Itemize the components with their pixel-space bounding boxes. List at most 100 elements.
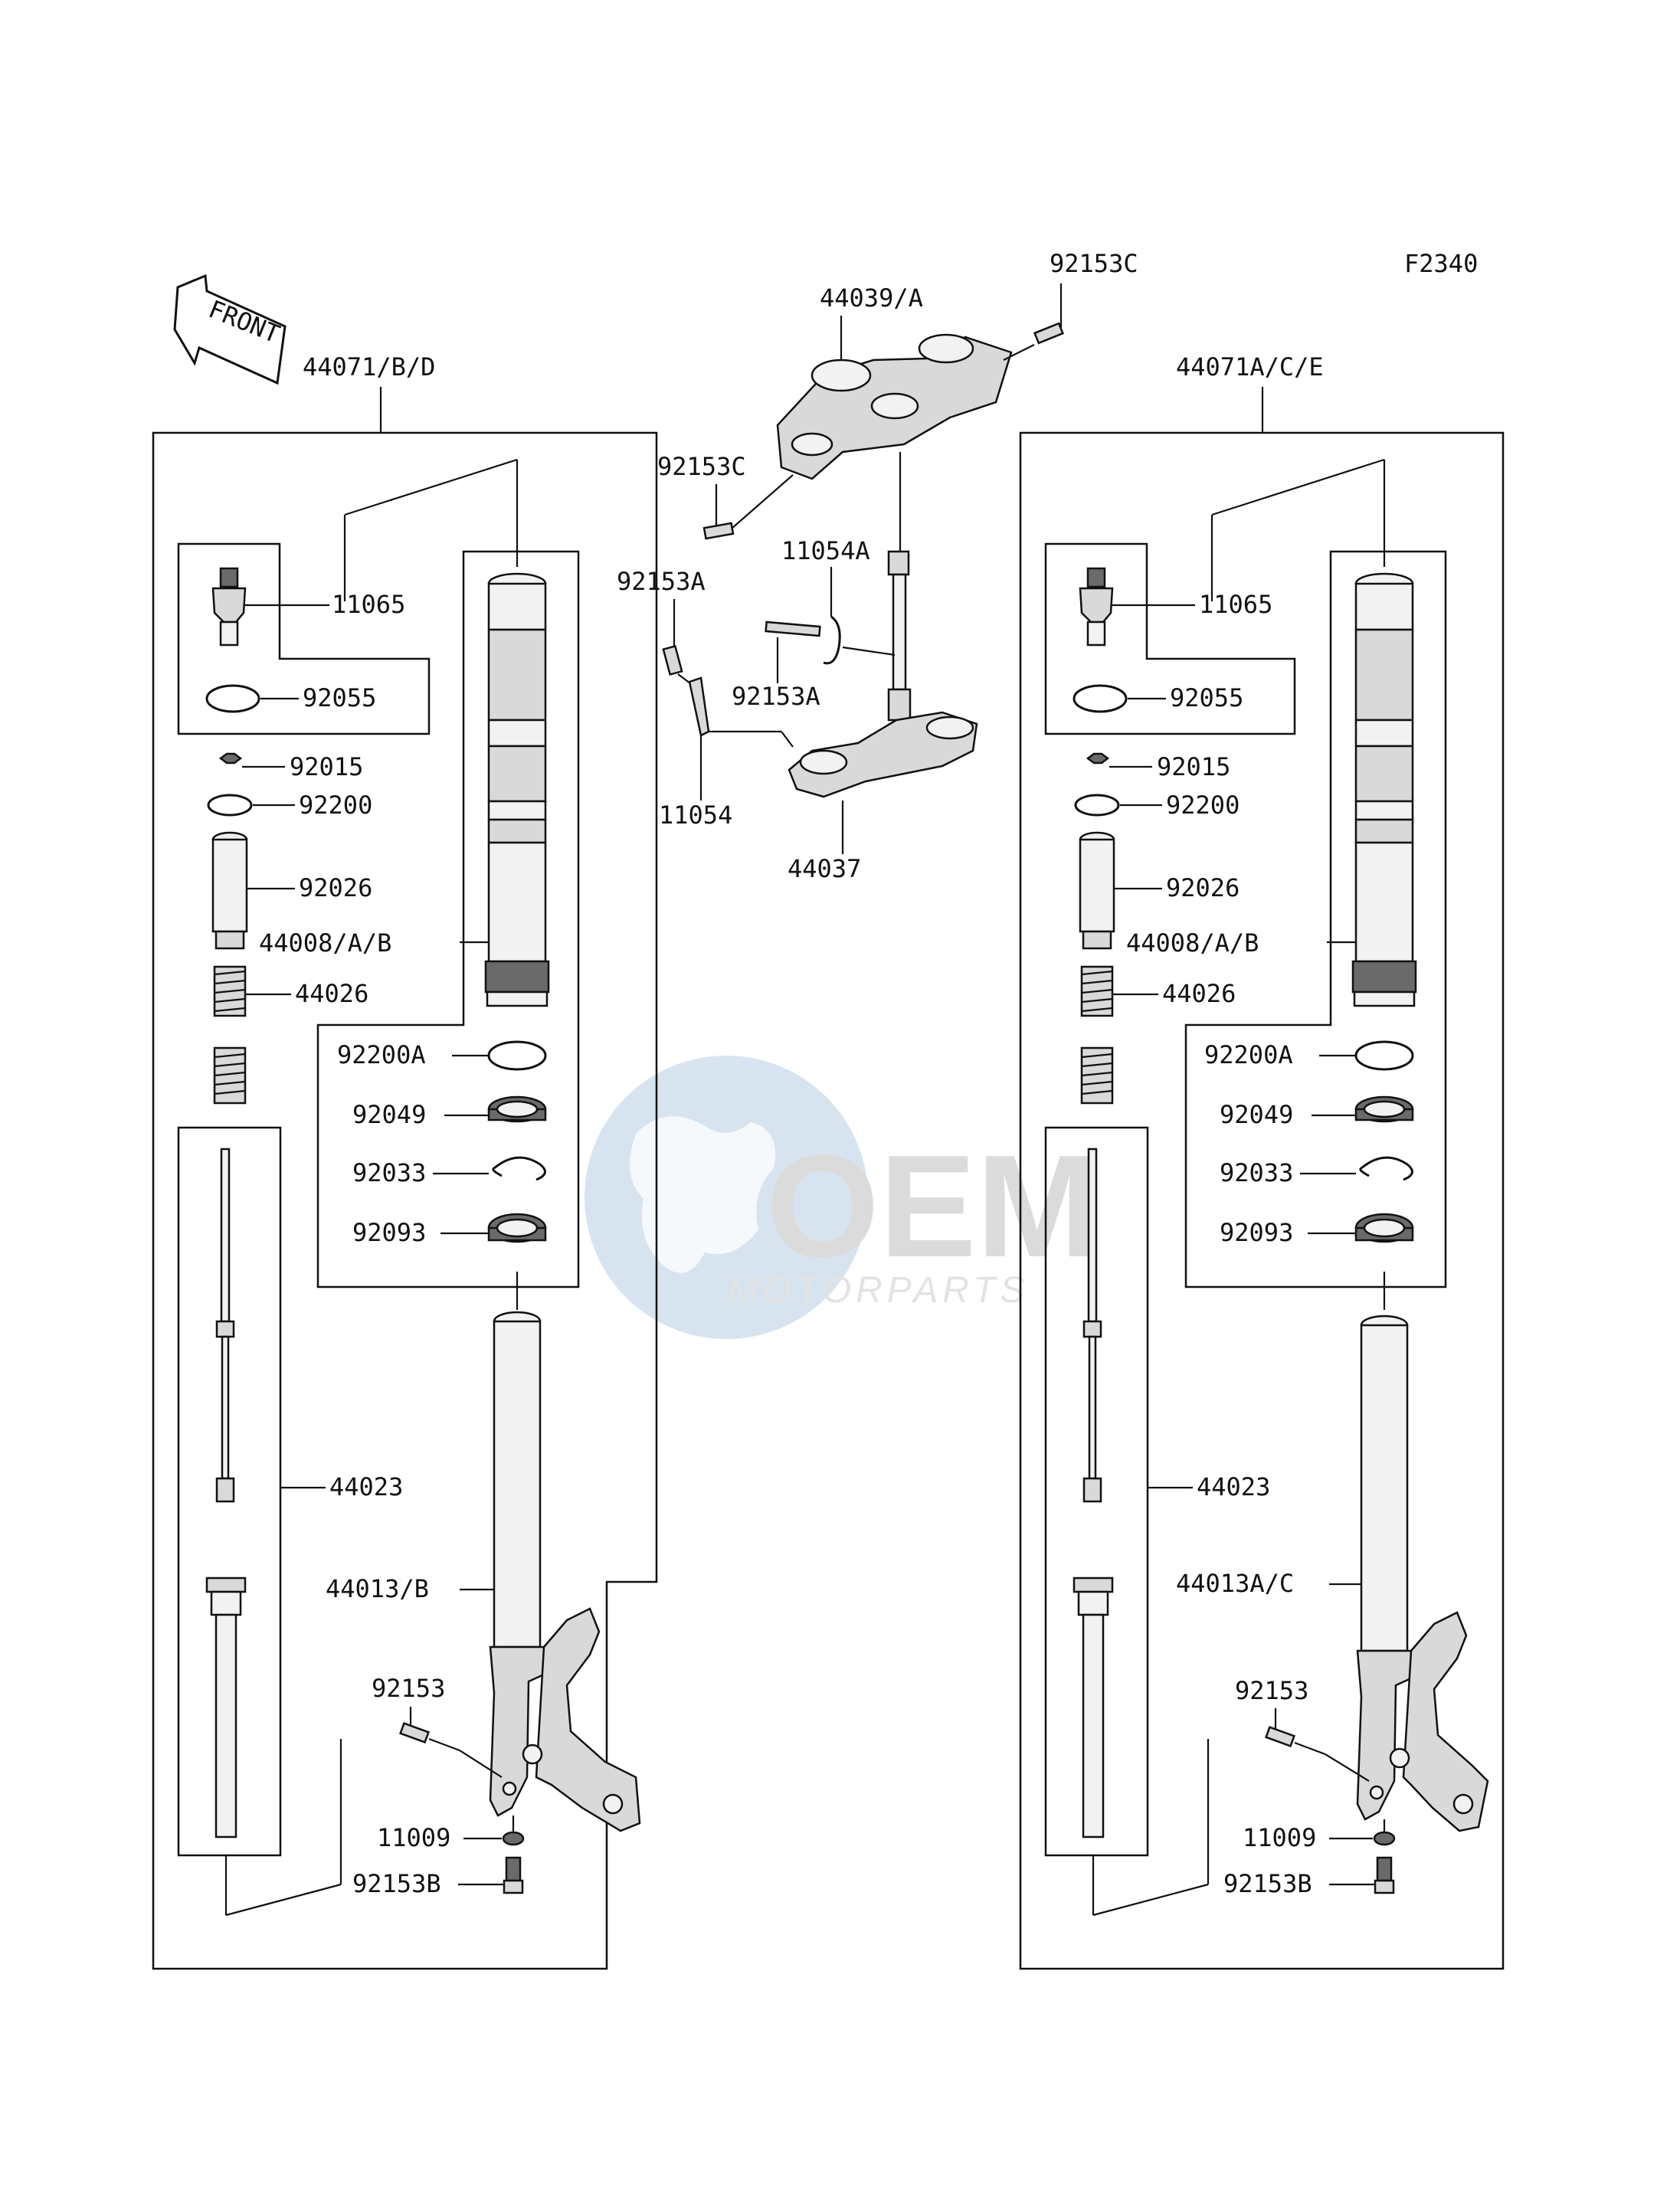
label-right-spacer: 92026: [1166, 873, 1240, 902]
right-damper-box: [1044, 1126, 1149, 1857]
left-spacer-part: [211, 831, 248, 950]
label-left-cap: 11065: [332, 590, 405, 619]
label-left-bolt: 92153: [372, 1674, 445, 1703]
label-bolt-a-left: 92153A: [617, 567, 706, 596]
left-circlip-part: [492, 1156, 546, 1181]
bolt-right-part: [1033, 322, 1065, 345]
label-left-outer-tube: 44013/B: [326, 1574, 429, 1603]
front-arrow-icon: FRONT: [173, 273, 287, 385]
right-dust-seal-part: [1354, 1213, 1414, 1243]
right-nut-part: [1086, 752, 1110, 765]
label-stem: 44037: [788, 854, 861, 883]
right-washer-a-part: [1354, 1040, 1414, 1071]
label-bracket: 11054: [659, 801, 732, 830]
label-right-washer-a: 92200A: [1204, 1040, 1293, 1069]
label-left-spacer: 92026: [299, 873, 372, 902]
left-outer-tube-part: [489, 1311, 641, 1832]
right-assembly-frame: [1019, 431, 1505, 1970]
label-right-circlip: 92033: [1220, 1158, 1293, 1187]
left-cap-part: [211, 567, 247, 647]
left-bolt-part: [399, 1722, 430, 1744]
label-left-inner-tube: 44008/A/B: [259, 928, 391, 958]
label-left-gasket: 11009: [377, 1823, 450, 1852]
label-bolt-right: 92153C: [1050, 249, 1138, 278]
left-damper-box: [177, 1126, 282, 1857]
label-left-seal: 92049: [352, 1100, 426, 1129]
watermark: OEM MOTORPARTS: [585, 1056, 1098, 1339]
watermark-globe-icon: [585, 1056, 868, 1339]
right-washer-part: [1074, 794, 1120, 817]
label-right-oring: 92055: [1170, 683, 1243, 712]
label-left-assembly: 44071/B/D: [303, 352, 435, 381]
bolt-a-mid-part: [765, 620, 821, 637]
left-spring-part: [213, 965, 247, 1105]
left-damper-part: [205, 1148, 247, 1838]
left-inner-tube-box: [316, 550, 580, 1288]
label-clamp: 11054A: [781, 536, 870, 565]
label-left-damper: 44023: [329, 1472, 403, 1501]
label-left-oring: 92055: [303, 683, 376, 712]
right-spring-part: [1080, 965, 1114, 1105]
right-damper-part: [1073, 1148, 1114, 1838]
label-left-circlip: 92033: [352, 1158, 426, 1187]
label-bolt-left: 92153C: [657, 452, 746, 481]
right-circlip-part: [1359, 1156, 1413, 1181]
label-right-spring: 44026: [1162, 979, 1236, 1008]
left-oring-part: [205, 684, 260, 713]
left-cap-group-box: [177, 542, 431, 735]
label-right-dust-seal: 92093: [1220, 1218, 1293, 1247]
right-inner-tube-part: [1351, 572, 1417, 1007]
label-right-inner-tube: 44008/A/B: [1126, 928, 1259, 958]
label-right-seal: 92049: [1220, 1100, 1293, 1129]
label-left-bolt-b: 92153B: [352, 1869, 441, 1898]
watermark-continent-icon: [630, 1116, 775, 1273]
left-inner-tube-part: [484, 572, 550, 1007]
left-assembly-frame: [152, 431, 658, 1970]
left-gasket-part: [502, 1831, 525, 1846]
right-gasket-part: [1373, 1831, 1396, 1846]
right-fork-group: 44071A/C/E 11065 92055 92015 92200 92026: [1019, 352, 1505, 1970]
right-bolt-b-part: [1374, 1856, 1395, 1894]
label-right-nut: 92015: [1157, 752, 1230, 781]
right-outer-tube-part: [1356, 1315, 1489, 1832]
left-dust-seal-part: [487, 1213, 547, 1243]
label-upper-bracket: 44039/A: [820, 283, 923, 313]
label-right-outer-tube: 44013A/C: [1176, 1569, 1294, 1598]
label-right-washer: 92200: [1166, 791, 1240, 820]
left-seal-part: [487, 1095, 547, 1123]
label-left-dust-seal: 92093: [352, 1218, 426, 1247]
right-inner-tube-box: [1184, 550, 1447, 1288]
left-fork-group: 44071/B/D 11065 92055 92015 92200: [152, 352, 658, 1970]
watermark-sub: MOTORPARTS: [728, 1270, 1029, 1311]
watermark-brand: OEM: [766, 1125, 1098, 1288]
label-right-cap: 11065: [1199, 590, 1272, 619]
left-washer-a-part: [487, 1040, 547, 1071]
left-washer-part: [207, 794, 253, 817]
left-nut-part: [218, 752, 243, 765]
label-right-assembly: 44071A/C/E: [1176, 352, 1324, 381]
label-right-damper: 44023: [1197, 1472, 1270, 1501]
bolt-left-part: [702, 522, 735, 540]
right-cap-group-box: [1044, 542, 1296, 735]
label-right-gasket: 11009: [1243, 1823, 1316, 1852]
right-bolt-part: [1265, 1726, 1295, 1747]
bracket-part: [688, 676, 710, 737]
lower-bracket-part: [788, 711, 978, 798]
bolt-a-left-part: [662, 644, 683, 676]
upper-bracket-part: [776, 333, 1013, 480]
right-oring-part: [1073, 684, 1128, 713]
label-right-bolt-b: 92153B: [1223, 1869, 1312, 1898]
diagram-code: F2340: [1404, 249, 1478, 278]
right-spacer-part: [1079, 831, 1115, 950]
right-seal-part: [1354, 1095, 1414, 1123]
top-steering-group: 44039/A 92153C 92153C 44037 11054A: [617, 249, 1138, 883]
steering-stem-part: [887, 550, 912, 722]
label-left-nut: 92015: [290, 752, 363, 781]
label-bolt-a-mid: 92153A: [732, 682, 820, 711]
label-left-washer-a: 92200A: [337, 1040, 426, 1069]
label-right-bolt: 92153: [1235, 1676, 1308, 1705]
label-left-spring: 44026: [295, 979, 368, 1008]
left-bolt-b-part: [503, 1856, 524, 1894]
clamp-part: [823, 615, 841, 665]
